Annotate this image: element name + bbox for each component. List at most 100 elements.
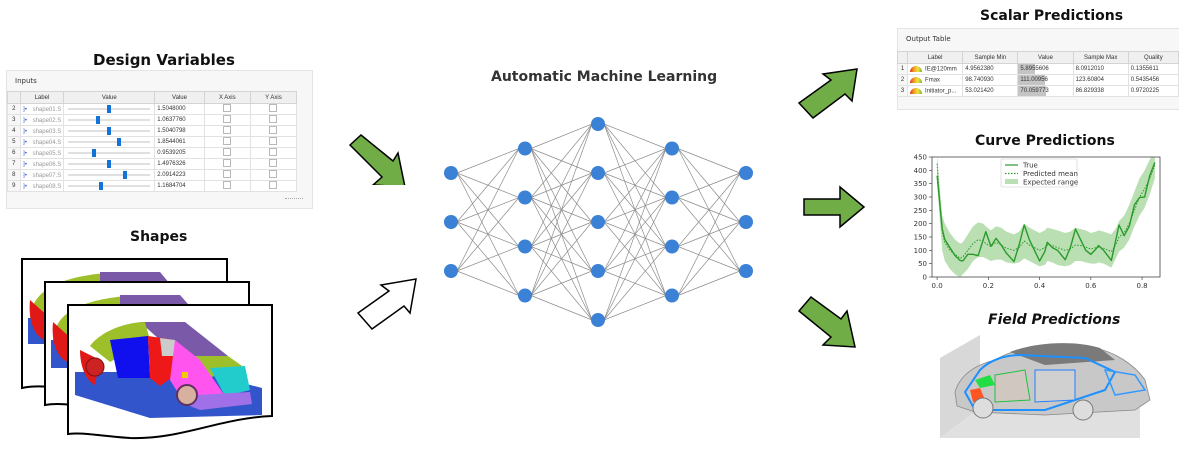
x-axis-checkbox[interactable] (223, 170, 232, 178)
column-header-label[interactable]: Label (19, 91, 65, 104)
value-slider[interactable] (66, 115, 152, 125)
arrow-shapes-to-ml (356, 278, 417, 331)
x-axis-checkbox-cell (203, 103, 251, 115)
value-cell[interactable]: 1.5040798 (154, 125, 205, 137)
slider-thumb[interactable] (96, 116, 101, 124)
quality-cell: 0.9720225 (1127, 85, 1179, 97)
slider-track[interactable] (68, 152, 151, 154)
nn-node-layer-3 (591, 166, 605, 180)
value-slider[interactable] (66, 148, 152, 158)
slider-thumb[interactable] (116, 138, 121, 146)
variable-label: shape02.S (32, 117, 62, 124)
value-cell[interactable]: 1.8544061 (154, 136, 205, 148)
x-axis-checkbox[interactable] (223, 181, 232, 189)
value-cell[interactable]: 1.0637760 (154, 114, 205, 126)
nn-edge (456, 270, 520, 296)
y-axis-checkbox-cell (249, 169, 298, 181)
row-number-header (896, 51, 909, 64)
nn-node-layer-2 (518, 141, 532, 156)
value-cell[interactable]: 70.059773 (1017, 85, 1074, 97)
nn-edge (603, 148, 667, 223)
x-axis-checkbox[interactable] (223, 126, 232, 134)
slider-track[interactable] (68, 119, 151, 121)
value-slider[interactable] (66, 104, 152, 114)
nn-edge (456, 197, 520, 272)
slider-thumb[interactable] (99, 182, 104, 190)
sample-min-cell: 53.021420 (962, 85, 1019, 97)
slider-cell (63, 114, 156, 126)
slider-track[interactable] (68, 174, 151, 176)
value-cell[interactable]: 5.8955606 (1017, 63, 1074, 75)
x-axis-checkbox[interactable] (223, 148, 232, 156)
automl-title: Automatic Machine Learning (491, 69, 718, 85)
value-slider[interactable] (66, 126, 152, 136)
value-cell[interactable]: 0.9539205 (154, 147, 205, 159)
y-axis-checkbox[interactable] (269, 148, 278, 156)
x-axis-checkbox[interactable] (223, 159, 232, 167)
slider-thumb[interactable] (122, 171, 127, 179)
slider-thumb[interactable] (107, 160, 112, 168)
slider-thumb[interactable] (107, 127, 112, 135)
column-header-quality[interactable]: Quality (1127, 51, 1179, 64)
legend-true-label: True (1022, 162, 1038, 170)
value-slider[interactable] (66, 170, 152, 180)
slider-thumb[interactable] (92, 149, 97, 157)
y-axis-checkbox[interactable] (269, 159, 278, 167)
nn-node-layer-1 (444, 264, 458, 278)
variable-label: shape06.S (32, 161, 62, 168)
value-cell[interactable]: 1.5048000 (154, 103, 205, 115)
column-header-y-axis[interactable]: Y Axis (249, 91, 298, 104)
nn-node-layer-1 (444, 215, 458, 229)
label-cell: Initiator_p... (907, 85, 964, 97)
value-slider[interactable] (66, 137, 152, 147)
y-axis-checkbox[interactable] (269, 137, 278, 145)
column-header-value[interactable]: Value (1017, 51, 1074, 64)
value-slider[interactable] (66, 159, 152, 169)
y-axis-checkbox[interactable] (269, 126, 278, 134)
value-slider[interactable] (66, 181, 152, 191)
y-tick-label: 400 (914, 167, 927, 175)
field-predictions-image (940, 335, 1151, 438)
column-header-value[interactable]: Value (154, 91, 205, 104)
slider-track[interactable] (68, 141, 151, 143)
y-axis-checkbox[interactable] (269, 170, 278, 178)
column-header-slider[interactable]: Value (63, 91, 156, 104)
nn-edge (530, 172, 593, 296)
column-header-sample-max[interactable]: Sample Max (1072, 51, 1129, 64)
label-cell: ⁆•shape03.S (19, 125, 65, 137)
value-cell[interactable]: 2.0914223 (154, 169, 205, 181)
shapes-stack (21, 258, 273, 440)
column-header-sample-min[interactable]: Sample Min (962, 51, 1019, 64)
nn-node-layer-5 (739, 215, 753, 229)
y-axis-checkbox-cell (249, 147, 298, 159)
slider-thumb[interactable] (107, 105, 112, 113)
y-tick-label: 100 (914, 247, 927, 255)
value-cell[interactable]: 1.1684704 (154, 180, 205, 192)
value-cell[interactable]: 111.00956 (1017, 74, 1074, 86)
x-axis-checkbox[interactable] (223, 104, 232, 112)
y-axis-checkbox[interactable] (269, 104, 278, 112)
y-tick-label: 450 (914, 154, 927, 162)
column-header-label[interactable]: Label (907, 51, 964, 64)
y-axis-checkbox[interactable] (269, 181, 278, 189)
value-cell[interactable]: 1.4976326 (154, 158, 205, 170)
nn-edge (677, 221, 741, 296)
y-axis-checkbox[interactable] (269, 115, 278, 123)
x-axis-checkbox[interactable] (223, 115, 232, 123)
panel-resize-grip[interactable] (285, 198, 303, 200)
column-header-x-axis[interactable]: X Axis (203, 91, 251, 104)
nn-node-layer-2 (518, 190, 532, 205)
slider-track[interactable] (68, 185, 151, 187)
x-axis-checkbox[interactable] (223, 137, 232, 145)
